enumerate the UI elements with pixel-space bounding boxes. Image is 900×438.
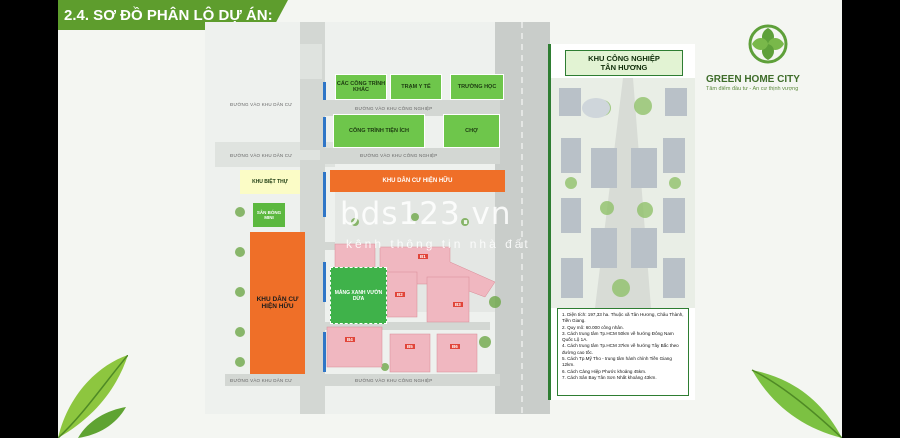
left-letterbox [0,0,58,438]
right-letterbox [842,0,900,438]
truong-hoc-label: TRƯỜNG HỌC [457,84,497,90]
mang-xanh-vuon-dua-block: MẢNG XANH VƯỜN DỪA [330,267,387,324]
watermark-sub: kênh thông tin nhà đất [346,237,531,251]
cho-label: CHỢ [465,128,478,134]
lot-label: B6 [450,344,460,349]
watermark-main: bds123.vn [340,196,512,232]
lot-label: B2 [395,292,405,297]
info-item: 2. Quy mô: 60.000 công nhân. [562,324,624,330]
logo-tagline: Tâm điểm đầu tư - An cư thịnh vượng [706,86,799,92]
lot-label: B3 [453,302,463,307]
khu-dan-cu-hien-huu-top-label: KHU DÂN CƯ HIỆN HỮU [382,178,453,184]
kcn-panel: KHU CÔNG NGHIỆP TÂN HƯƠNG 1. Diện tích: … [548,44,695,400]
mang-xanh-vuon-dua-label: MẢNG XANH VƯỜN DỪA [334,289,383,302]
khu-dan-cu-hien-huu-left-label: KHU DÂN CƯ HIỆN HỮU [256,296,299,310]
khu-dan-cu-hien-huu-left-block: KHU DÂN CƯ HIỆN HỮU [250,232,305,374]
info-item: 5. Cách Tp.Mỹ Tho - trung tâm hành chính… [562,356,672,368]
cong-trinh-tien-ich-label: CÔNG TRÌNH TIỆN ÍCH [349,128,409,134]
road-label: ĐƯỜNG VÀO KHU CÔNG NGHIỆP [355,106,433,111]
lot-label: B1 [418,254,428,259]
info-item: 6. Cách Cảng Hiệp Phước khoảng 45km. [562,368,647,374]
logo-name: GREEN HOME CITY [706,74,800,85]
industrial-park-rendering [551,78,695,308]
road-label: ĐƯỜNG VÀO KHU CÔNG NGHIỆP [360,153,438,158]
road-label: ĐƯỜNG VÀO KHU DÂN CƯ [230,102,293,107]
san-bong-mini-label: SÂN BÓNG MINI [256,210,282,220]
cho-block: CHỢ [443,114,500,148]
lot-label: B4 [345,337,355,342]
cong-trinh-khac-block: CÁC CÔNG TRÌNH KHÁC [335,74,387,100]
khu-dan-cu-hien-huu-top-block: KHU DÂN CƯ HIỆN HỮU [330,170,505,192]
cong-trinh-khac-label: CÁC CÔNG TRÌNH KHÁC [336,81,386,93]
tram-y-te-label: TRẠM Y TẾ [401,84,431,90]
tram-y-te-block: TRẠM Y TẾ [390,74,442,100]
kcn-title-line1: KHU CÔNG NGHIỆP [588,54,660,63]
info-box: 1. Diện tích: 197,33 ha. Thuộc xã Tân Hư… [557,308,689,396]
truong-hoc-block: TRƯỜNG HỌC [450,74,504,100]
info-item: 4. Cách trung tâm Tp.HCM 37km về hướng T… [562,343,679,355]
leaf-decoration-right-icon [751,369,842,438]
info-item: 3. Cách trung tâm Tp.HCM 50km về hướng Đ… [562,330,674,343]
road-label: ĐƯỜNG VÀO KHU DÂN CƯ [230,153,293,158]
site-plan-map: CÁC CÔNG TRÌNH KHÁC TRẠM Y TẾ TRƯỜNG HỌC… [205,22,550,414]
road-network [205,22,550,414]
lot-label: B5 [405,344,415,349]
info-item: 1. Diện tích: 197,33 ha. Thuộc xã Tân Hư… [562,312,684,324]
page-title: 2.4. SƠ ĐỒ PHÂN LÔ DỰ ÁN: [64,7,273,24]
cong-trinh-tien-ich-block: CÔNG TRÌNH TIỆN ÍCH [333,114,425,148]
kcn-title: KHU CÔNG NGHIỆP TÂN HƯƠNG [565,50,683,76]
green-home-city-logo-icon [748,24,788,64]
info-item: 7. Cách Sân Bay Tân Sơn Nhất khoảng 43km… [562,374,657,380]
road-label: ĐƯỜNG VÀO KHU CÔNG NGHIỆP [355,378,433,383]
khu-biet-thu-label: KHU BIỆT THỰ [252,179,288,185]
kcn-title-line2: TÂN HƯƠNG [600,63,648,72]
leaf-decoration-icon [58,355,128,438]
logo: GREEN HOME CITY Tâm điểm đầu tư - An cư … [700,22,840,102]
road-label: ĐƯỜNG VÀO KHU DÂN CƯ [230,378,293,383]
khu-biet-thu-block: KHU BIỆT THỰ [240,170,300,194]
san-bong-mini-block: SÂN BÓNG MINI [253,203,285,227]
